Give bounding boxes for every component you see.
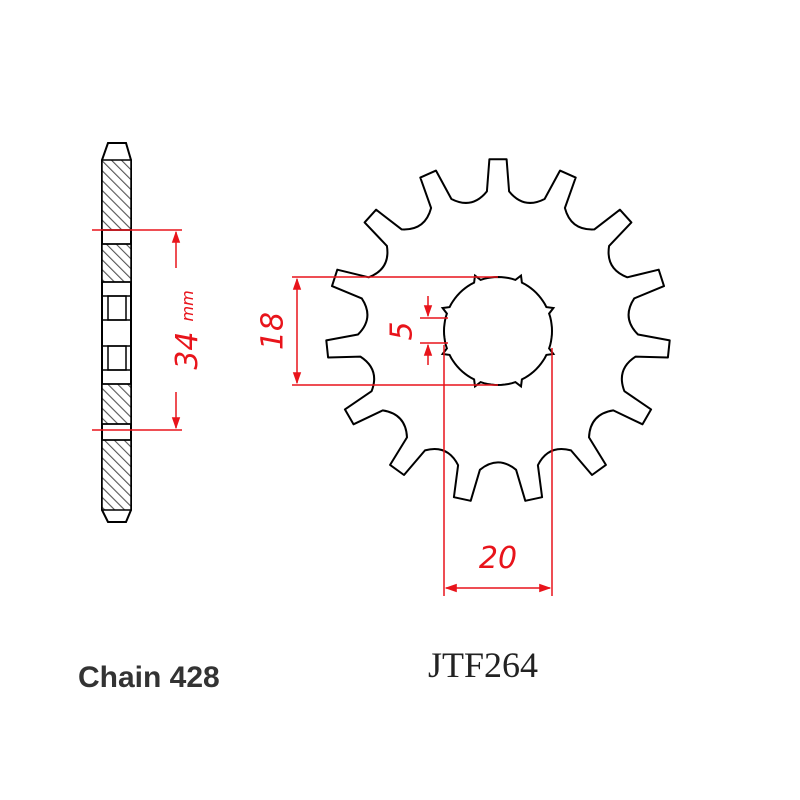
hub-width-unit: mm [178, 290, 197, 321]
side-bore-lower [107, 345, 127, 371]
side-view [101, 142, 132, 523]
side-bore-upper [107, 295, 127, 321]
side-hatch-upper [101, 159, 132, 231]
splined-bore-outline [440, 273, 556, 389]
dimension-inner-diameter [292, 276, 498, 386]
svg-text:34 mm: 34 mm [170, 290, 205, 369]
spline-span-value: 20 [479, 541, 517, 576]
side-hatch-lower-hub [101, 383, 132, 425]
side-hatch-lower [101, 439, 132, 511]
front-view [325, 158, 671, 502]
dimension-hub-width [92, 229, 182, 431]
hub-width-value: 34 [170, 331, 205, 369]
dimension-spline-span [443, 345, 553, 596]
chain-label: Chain 428 [78, 661, 220, 694]
inner-diameter-value: 18 [256, 312, 291, 350]
spline-width-value: 5 [385, 321, 420, 340]
part-number-label: JTF264 [428, 645, 538, 685]
dimension-spline-width [420, 296, 448, 365]
side-hatch-upper-hub [101, 243, 132, 283]
